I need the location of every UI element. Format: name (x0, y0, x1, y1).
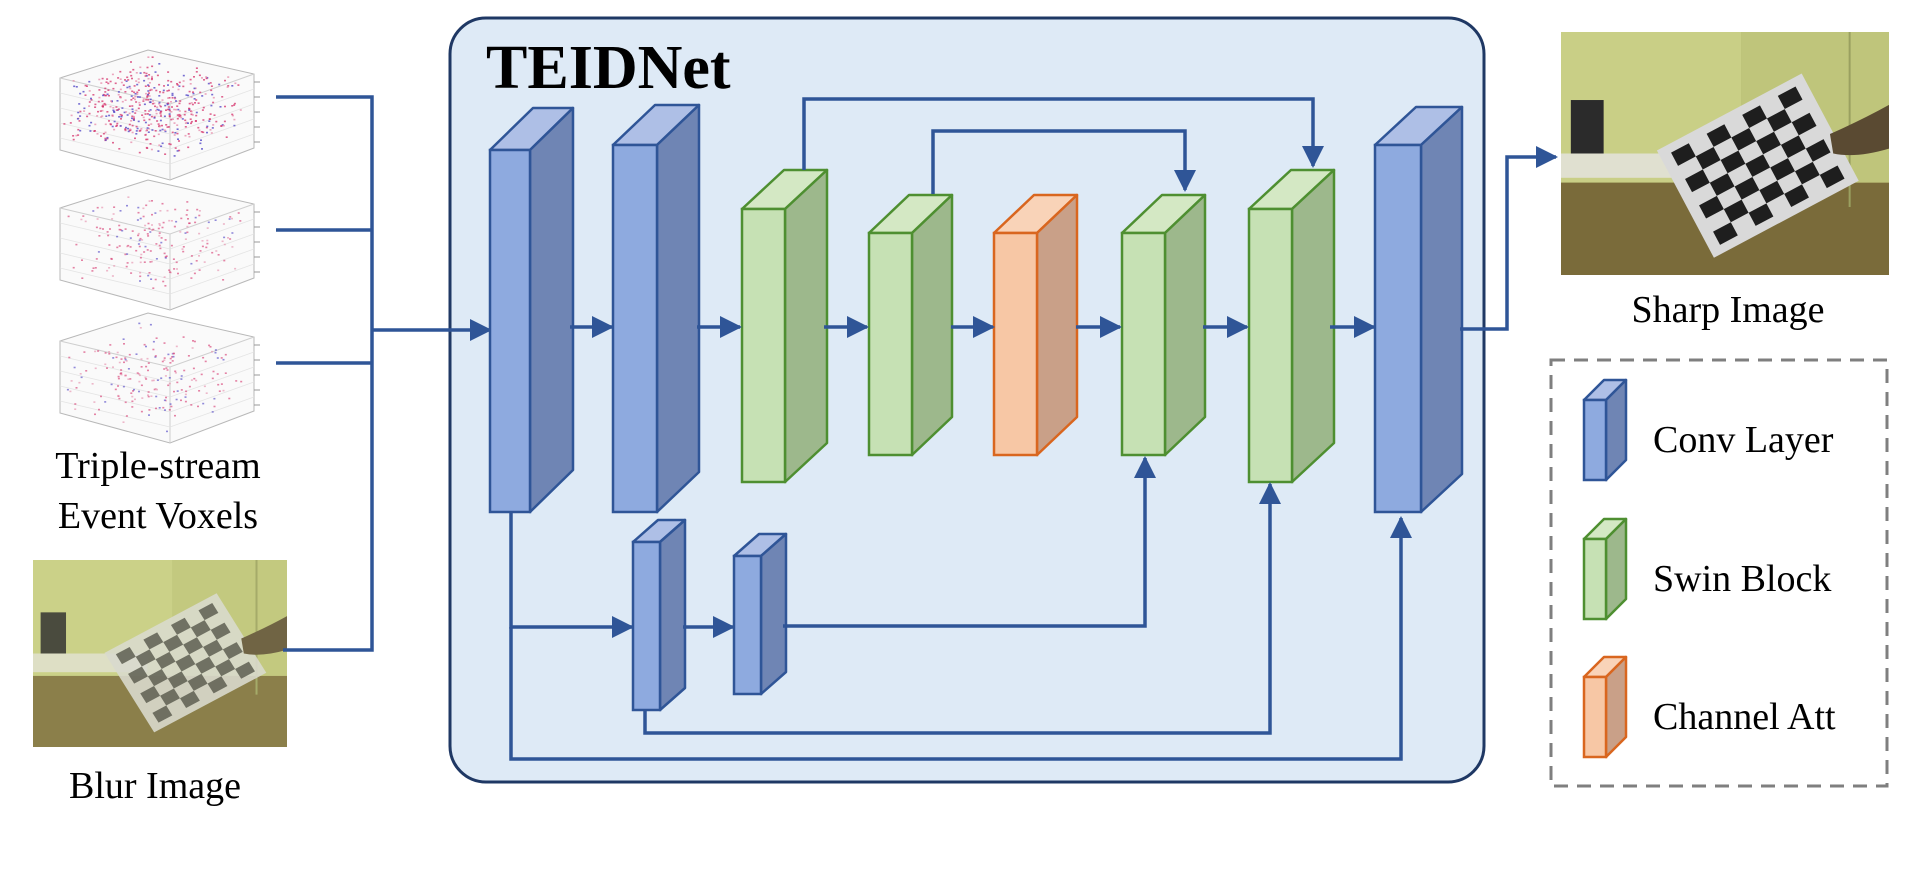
connector-voxel-1 (276, 95, 374, 652)
legend-item-swin: Swin Block (1582, 517, 1831, 621)
input-connectors (276, 95, 492, 652)
voxel-plot-icon (59, 179, 260, 311)
voxel-plot-2 (59, 179, 260, 311)
conv-layer-in-2 (611, 103, 701, 514)
blur-image-label: Blur Image (69, 765, 241, 807)
conv-layer-in-1 (488, 106, 575, 514)
voxel-plot-1 (59, 49, 260, 181)
legend-item-att: Channel Att (1582, 655, 1836, 759)
sharp-photo-icon (1561, 32, 1889, 275)
blur-image (33, 560, 287, 747)
legend-box (1549, 358, 1889, 788)
teidnet-panel (448, 16, 1486, 784)
network-blocks (488, 103, 1464, 712)
legend-swatch-swin-icon (1582, 517, 1628, 621)
conv-layer-small-2 (732, 532, 788, 696)
network-title: TEIDNet (486, 34, 731, 102)
swin-block-4 (1247, 168, 1336, 484)
channel-att-block (992, 193, 1079, 457)
legend-label-swin: Swin Block (1653, 558, 1831, 600)
sharp-image (1561, 32, 1889, 275)
skip-swin2-swin3 (931, 129, 1196, 194)
legend-swatch-conv-icon (1582, 378, 1628, 482)
sharp-image-label: Sharp Image (1631, 289, 1824, 331)
swin-block-3 (1120, 193, 1207, 457)
voxel-plot-3 (59, 312, 260, 444)
internal-arrows (509, 97, 1412, 761)
voxels-label-line1: Triple-stream (55, 445, 260, 487)
conv-layer-out (1373, 105, 1464, 514)
legend-item-conv: Conv Layer (1582, 378, 1834, 482)
voxel-plot-icon (59, 49, 260, 181)
skip-small2-swin3 (783, 456, 1156, 628)
skip-small1-swin4 (643, 482, 1281, 735)
legend-label-conv: Conv Layer (1653, 419, 1834, 461)
swin-block-1 (740, 168, 829, 484)
voxel-plot-icon (59, 312, 260, 444)
voxels-label-line2: Event Voxels (58, 495, 258, 537)
blur-photo-icon (33, 560, 287, 747)
legend-swatch-att-icon (1582, 655, 1628, 759)
conv-layer-small-1 (631, 518, 687, 712)
skip-conv1-conv-out (509, 516, 1412, 761)
skip-swin1-swin4 (802, 97, 1324, 170)
legend-label-att: Channel Att (1653, 696, 1836, 738)
output-arrow (1460, 146, 1558, 331)
swin-block-2 (867, 193, 954, 457)
